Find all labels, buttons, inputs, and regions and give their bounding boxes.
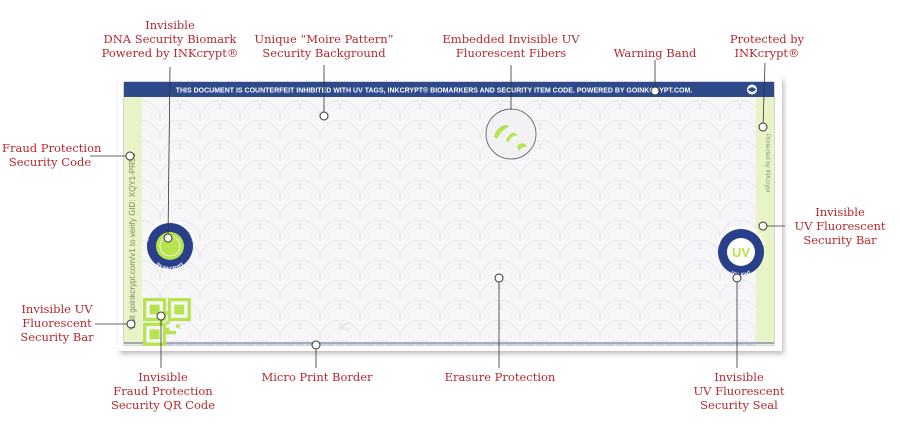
qr-module	[176, 324, 180, 328]
callout-marker	[163, 233, 173, 243]
corner-mark: IC	[340, 322, 350, 333]
label-moire: Unique “Moire Pattern” Security Backgrou…	[254, 32, 394, 60]
qr-module	[166, 331, 170, 335]
label-dna-biomark: Invisible DNA Security Biomark Powered b…	[101, 18, 239, 60]
qr-module	[169, 331, 173, 335]
callout-marker	[494, 273, 504, 283]
leader-line	[167, 66, 171, 239]
dna-biomark-seal: DNA SECURITY BIOMARK BY INKCRYPT	[144, 218, 196, 271]
callout-markers	[125, 86, 768, 350]
callout-marker	[758, 122, 768, 132]
moire-background	[124, 97, 774, 345]
label-fraud-code: Fraud Protection Security Code	[2, 141, 102, 169]
warning-band	[124, 82, 774, 97]
left-seal-bottom-text: BY INKCRYPT	[156, 261, 185, 271]
label-micro-print: Micro Print Border	[261, 370, 373, 384]
warning-band-text: THIS DOCUMENT IS COUNTERFEIT INHIBITED W…	[176, 87, 693, 95]
label-uv-seal: Invisible UV Fluorescent Security Seal	[693, 370, 785, 412]
label-protected-by: Protected by INKcrypt®	[729, 32, 805, 60]
callout-marker	[732, 273, 742, 283]
label-erasure: Erasure Protection	[444, 370, 556, 384]
right-side-text: Protected by INKcrypt	[764, 134, 770, 193]
right-seal-center-text: UV	[732, 245, 750, 260]
uv-security-seal: UV COPY PROTECTED DOC UV LIGHT	[716, 224, 767, 277]
qr-module	[172, 331, 176, 335]
leader-line	[762, 62, 766, 128]
callout-marker	[125, 151, 135, 161]
qr-module	[166, 321, 170, 325]
svg-text:UV LIGHT: UV LIGHT	[730, 270, 751, 277]
label-warning-band: Warning Band	[613, 46, 697, 60]
right-uv-bar	[756, 97, 774, 345]
label-qr-code: Invisible Fraud Protection Security QR C…	[110, 370, 216, 412]
security-qr-code	[143, 298, 191, 346]
label-uv-bar-right: Invisible UV Fluorescent Security Bar	[794, 205, 886, 247]
callout-marker	[126, 319, 136, 329]
callout-marker	[758, 221, 768, 231]
right-seal-bottom-text: UV LIGHT	[730, 270, 751, 277]
callout-marker	[156, 311, 166, 321]
callout-marker	[319, 111, 329, 121]
inkcrypt-logo-icon	[747, 84, 757, 95]
label-uv-bar-left: Invisible UV Fluorescent Security Bar	[20, 302, 94, 344]
qr-finder-module	[149, 304, 160, 315]
left-side-text: Visit goinkcrypt.com/v1 to verify GID: X…	[128, 153, 137, 330]
qr-module	[166, 327, 170, 331]
callout-marker	[311, 340, 321, 350]
svg-text:BY INKCRYPT: BY INKCRYPT	[156, 261, 185, 271]
qr-finder-module	[174, 304, 185, 315]
callout-marker	[650, 86, 660, 96]
document: THIS DOCUMENT IS COUNTERFEIT INHIBITED W…	[118, 77, 782, 351]
qr-finder-module	[149, 329, 160, 340]
uv-fibers	[485, 108, 537, 160]
label-uv-fibers: Embedded Invisible UV Fluorescent Fibers	[442, 32, 580, 60]
